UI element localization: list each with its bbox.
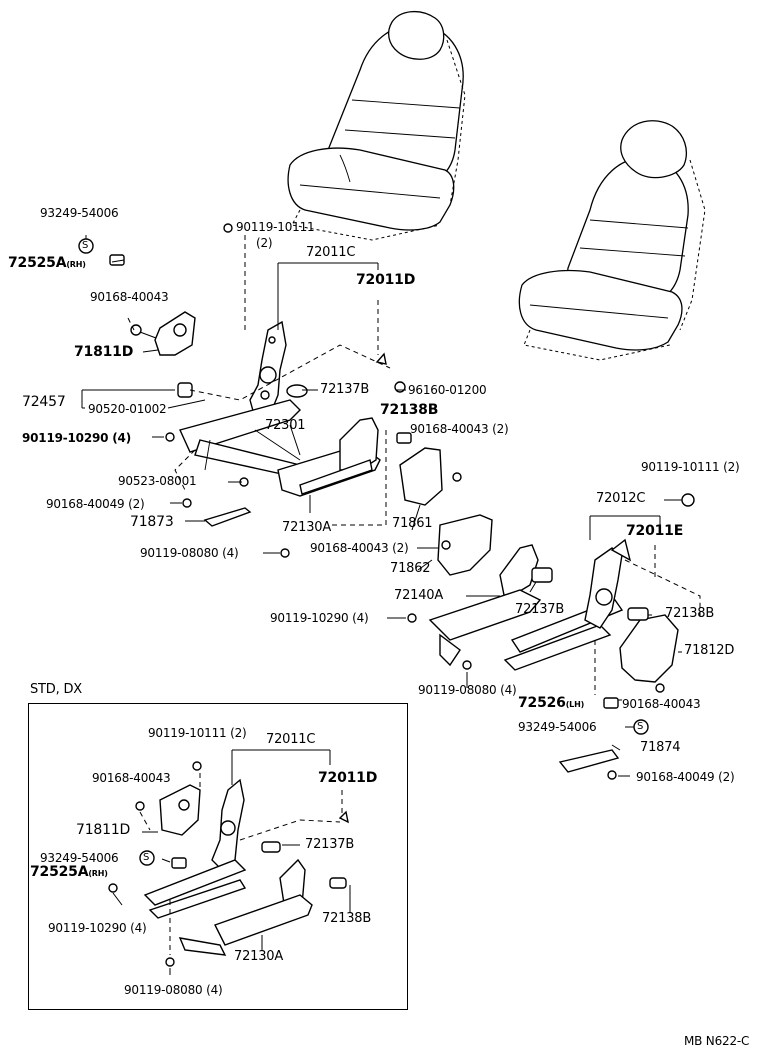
part-label-72130a: 72130A xyxy=(282,520,332,535)
box-label-72525a: 72525A(RH) xyxy=(30,864,108,880)
part-label-71811d: 71811D xyxy=(74,344,134,360)
part-label-90168-40049-right: 90168-40049 (2) xyxy=(636,770,735,784)
s-marker-top-label: S xyxy=(82,240,89,251)
box-label-72011c: 72011C xyxy=(266,732,316,747)
part-label-93249-54006: 93249-54006 xyxy=(40,206,119,220)
part-label-72301: 72301 xyxy=(265,418,306,433)
box-label-90119-10111: 90119-10111 (2) xyxy=(148,726,247,740)
part-label-90168-40043-qty2-b: 90168-40043 (2) xyxy=(310,541,409,555)
s-marker-top xyxy=(78,238,94,254)
lh-note: (LH) xyxy=(565,700,585,709)
rh-note: (RH) xyxy=(66,260,86,269)
box-rh-note: (RH) xyxy=(88,869,108,878)
std-dx-section-box xyxy=(28,703,408,1010)
box-label-90119-10290: 90119-10290 (4) xyxy=(48,921,147,935)
part-label-71862: 71862 xyxy=(390,561,431,576)
s-marker-right-label: S xyxy=(637,721,644,732)
seat-illustration-upper xyxy=(287,11,466,241)
part-label-72525a: 72525A(RH) xyxy=(8,255,86,271)
part-label-90168-40043-qty2-a: 90168-40043 (2) xyxy=(410,422,509,436)
box-label-72130a: 72130A xyxy=(234,949,284,964)
part-label-90119-08080: 90119-08080 (4) xyxy=(140,546,239,560)
part-label-90119-10111: 90119-10111 xyxy=(236,220,315,234)
part-label-72011e: 72011E xyxy=(626,523,684,539)
part-label-90520-01002: 90520-01002 xyxy=(88,402,167,416)
drawing-code: MB N622-C xyxy=(684,1034,750,1048)
box-label-90168-40043: 90168-40043 xyxy=(92,771,171,785)
s-marker-box xyxy=(139,850,155,866)
part-label-90119-08080-mid: 90119-08080 (4) xyxy=(418,683,517,697)
part-label-90119-10290-mid: 90119-10290 (4) xyxy=(270,611,369,625)
box-label-72011d: 72011D xyxy=(318,770,378,786)
part-label-90168-40049: 90168-40049 (2) xyxy=(46,497,145,511)
right-seat-track-assembly xyxy=(387,493,701,780)
box-label-93249-54006: 93249-54006 xyxy=(40,851,119,865)
part-label-71861: 71861 xyxy=(392,516,433,531)
std-dx-seat-track-assembly xyxy=(108,749,351,975)
box-label-72138b: 72138B xyxy=(322,911,372,926)
part-label-71812d: 71812D xyxy=(684,643,735,658)
part-label-90168-40043: 90168-40043 xyxy=(90,290,169,304)
part-label-90168-40043-right: 90168-40043 xyxy=(622,697,701,711)
std-dx-section-title: STD, DX xyxy=(30,682,82,697)
part-label-90119-10111-right: 90119-10111 (2) xyxy=(641,460,740,474)
part-label-72137b-mid: 72137B xyxy=(515,602,565,617)
part-label-72457: 72457 xyxy=(22,394,66,410)
qty-note-2: (2) xyxy=(256,236,273,250)
s-marker-right xyxy=(633,719,649,735)
part-label-72526: 72526(LH) xyxy=(518,695,585,711)
part-label-72011c: 72011C xyxy=(306,245,356,260)
part-label-72138b-right: 72138B xyxy=(665,606,715,621)
part-label-72137b: 72137B xyxy=(320,382,370,397)
part-label-72011d: 72011D xyxy=(356,272,416,288)
box-label-90119-08080: 90119-08080 (4) xyxy=(124,983,223,997)
part-label-72138b: 72138B xyxy=(380,402,439,418)
part-label-72012c: 72012C xyxy=(596,491,646,506)
part-label-93249-54006-right: 93249-54006 xyxy=(518,720,597,734)
part-label-90119-10290: 90119-10290 (4) xyxy=(22,431,131,445)
part-label-71873: 71873 xyxy=(130,514,174,530)
box-label-72137b: 72137B xyxy=(305,837,355,852)
part-label-96160-01200: 96160-01200 xyxy=(408,383,487,397)
box-label-71811d: 71811D xyxy=(76,822,131,838)
part-label-71874: 71874 xyxy=(640,740,681,755)
seat-illustration-right xyxy=(518,120,706,361)
part-label-72140a: 72140A xyxy=(394,588,444,603)
part-label-90523-08001: 90523-08001 xyxy=(118,474,197,488)
s-marker-box-label: S xyxy=(143,852,150,863)
